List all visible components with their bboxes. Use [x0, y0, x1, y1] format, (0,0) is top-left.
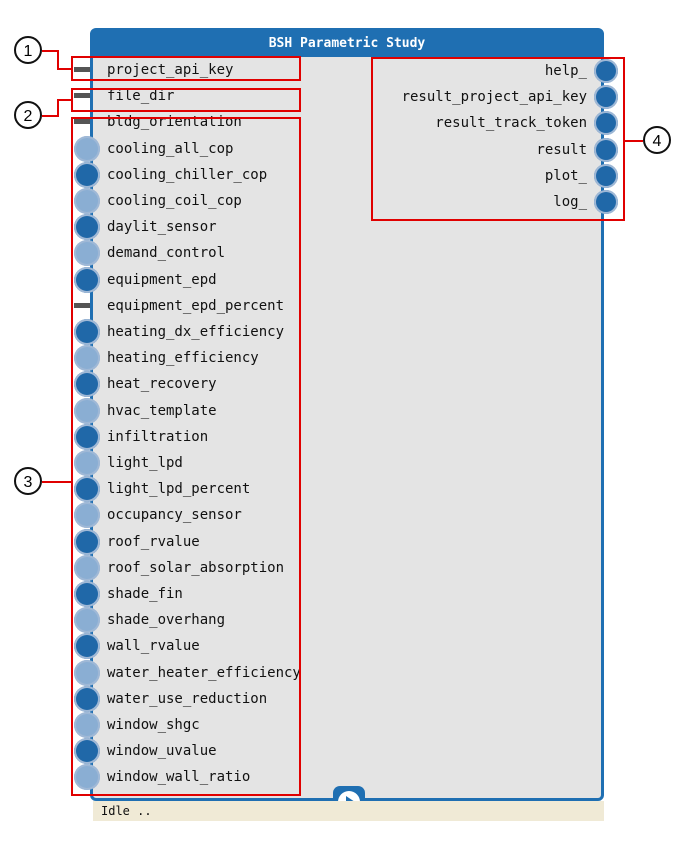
input-label: cooling_coil_cop	[107, 193, 242, 209]
input-label: water_heater_efficiency	[107, 664, 301, 681]
callout-line-1a	[42, 50, 57, 52]
highlight-box-1	[71, 56, 301, 81]
input-label: roof_solar_absorption	[107, 559, 285, 576]
input-label: heating_dx_efficiency	[107, 324, 285, 340]
callout-line-2a	[42, 115, 57, 117]
input-label: light_lpd	[107, 455, 183, 471]
input-label: hvac_template	[107, 402, 217, 419]
callout-line-2b	[57, 99, 59, 117]
input-port[interactable]	[74, 738, 100, 765]
highlight-box-2	[71, 88, 301, 112]
callout-line-2c	[57, 99, 71, 101]
input-label: window_wall_ratio	[107, 769, 251, 786]
bsh-parametric-study-node[interactable]: BSH Parametric Study	[90, 28, 604, 801]
input-label: roof_rvalue	[107, 533, 200, 550]
input-label: file_dir	[107, 88, 175, 105]
input-label: shade_fin	[107, 586, 183, 602]
input-port[interactable]	[74, 764, 100, 791]
input-port[interactable]	[74, 319, 100, 345]
input-port[interactable]	[74, 502, 100, 529]
output-label: help_	[544, 63, 587, 79]
output-port[interactable]	[594, 163, 618, 188]
input-port[interactable]	[74, 712, 100, 738]
input-port-stub[interactable]	[74, 119, 90, 125]
node-title: BSH Parametric Study	[93, 31, 601, 57]
input-label: equipment_epd_percent	[107, 297, 285, 314]
status-bar: Idle ..	[93, 801, 604, 821]
callout-line-4	[625, 140, 643, 142]
output-port[interactable]	[594, 111, 618, 136]
input-port[interactable]	[74, 135, 100, 162]
input-label: cooling_chiller_cop	[107, 166, 268, 183]
input-label: shade_overhang	[107, 612, 226, 629]
output-label: result_project_api_key	[401, 89, 587, 106]
input-label: heat_recovery	[107, 376, 217, 393]
highlight-box-4	[371, 57, 625, 221]
input-port[interactable]	[74, 659, 100, 686]
input-port-stub[interactable]	[74, 67, 90, 72]
input-port[interactable]	[74, 371, 100, 398]
output-label: plot_	[544, 167, 587, 184]
input-label: daylit_sensor	[107, 219, 217, 236]
input-port-stub[interactable]	[74, 93, 90, 99]
callout-2: 2	[14, 101, 42, 129]
input-port[interactable]	[74, 423, 100, 450]
callout-3: 3	[14, 467, 42, 495]
callout-1: 1	[14, 36, 42, 64]
callout-line-1c	[57, 68, 71, 70]
input-label: infiltration	[107, 428, 209, 445]
input-label: occupancy_sensor	[107, 507, 242, 524]
input-port[interactable]	[74, 685, 100, 712]
output-port[interactable]	[594, 59, 618, 83]
output-port[interactable]	[594, 85, 618, 110]
input-port[interactable]	[74, 188, 100, 214]
input-port[interactable]	[74, 345, 100, 372]
input-port[interactable]	[74, 214, 100, 241]
output-label: result_track_token	[435, 115, 587, 132]
output-port[interactable]	[594, 190, 618, 214]
input-port[interactable]	[74, 266, 100, 293]
input-port[interactable]	[74, 554, 100, 581]
highlight-box-3	[71, 117, 301, 796]
input-port[interactable]	[74, 633, 100, 660]
input-label: equipment_epd	[107, 271, 217, 288]
input-port[interactable]	[74, 450, 100, 476]
output-port[interactable]	[594, 137, 618, 162]
callout-line-3	[42, 481, 71, 483]
input-port[interactable]	[74, 240, 100, 267]
input-label: heating_efficiency	[107, 350, 259, 367]
input-label: water_use_reduction	[107, 690, 268, 707]
input-label: window_uvalue	[107, 743, 217, 760]
input-label: wall_rvalue	[107, 638, 200, 655]
input-label: project_api_key	[107, 62, 234, 78]
callout-line-1b	[57, 50, 59, 69]
input-label: cooling_all_cop	[107, 140, 234, 157]
input-port[interactable]	[74, 581, 100, 607]
input-port[interactable]	[74, 528, 100, 555]
output-label: log_	[553, 194, 587, 210]
input-port-stub[interactable]	[74, 302, 90, 308]
output-label: result	[536, 141, 587, 158]
input-label: demand_control	[107, 245, 226, 262]
input-port[interactable]	[74, 397, 100, 424]
input-label: window_shgc	[107, 717, 200, 733]
input-port[interactable]	[74, 161, 100, 188]
input-port[interactable]	[74, 607, 100, 634]
callout-4: 4	[643, 126, 671, 154]
input-label: light_lpd_percent	[107, 481, 251, 498]
input-port[interactable]	[74, 476, 100, 503]
